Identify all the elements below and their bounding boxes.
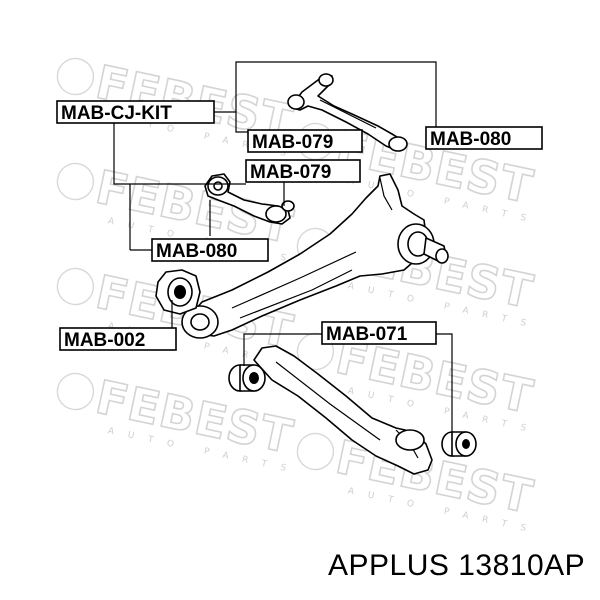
label-text: MAB-002 xyxy=(64,330,145,351)
bushing-mab-002 xyxy=(155,269,201,315)
label-mab-002: MAB-002 xyxy=(59,327,177,351)
label-mab-cj-kit: MAB-CJ-KIT xyxy=(56,100,215,124)
lower-link-arm xyxy=(204,173,295,225)
label-text: MAB-079 xyxy=(252,132,333,153)
label-mab-079-upper: MAB-079 xyxy=(247,129,363,153)
leader-lines xyxy=(113,61,453,432)
label-text: MAB-CJ-KIT xyxy=(61,103,172,124)
label-text: MAB-071 xyxy=(326,324,408,345)
footer-part-number: 13810AP xyxy=(458,549,586,582)
label-text: MAB-080 xyxy=(430,129,511,150)
label-mab-079-lower: MAB-079 xyxy=(245,159,361,183)
label-mab-080-upper: MAB-080 xyxy=(425,126,543,150)
label-text: MAB-079 xyxy=(250,162,331,183)
label-mab-071: MAB-071 xyxy=(321,321,437,345)
bushing-mab-071-left xyxy=(228,364,266,392)
footer-brand: APPLUS xyxy=(328,549,450,582)
upper-control-arm-top xyxy=(287,73,408,152)
label-text: MAB-080 xyxy=(156,241,237,262)
lower-control-arm-bottom xyxy=(253,345,433,475)
bushing-mab-071-right xyxy=(441,431,477,457)
footer-caption: APPLUS 13810AP xyxy=(328,549,585,583)
trailing-arm-knuckle xyxy=(181,173,449,339)
label-mab-080-lower: MAB-080 xyxy=(151,238,269,262)
